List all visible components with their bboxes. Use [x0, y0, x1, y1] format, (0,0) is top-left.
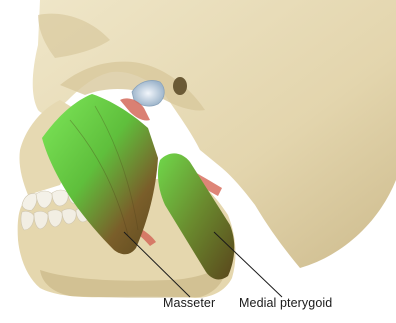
- medial-pterygoid-label: Medial pterygoid: [239, 296, 332, 310]
- masseter-label: Masseter: [163, 296, 215, 310]
- external-auditory-meatus: [173, 77, 187, 95]
